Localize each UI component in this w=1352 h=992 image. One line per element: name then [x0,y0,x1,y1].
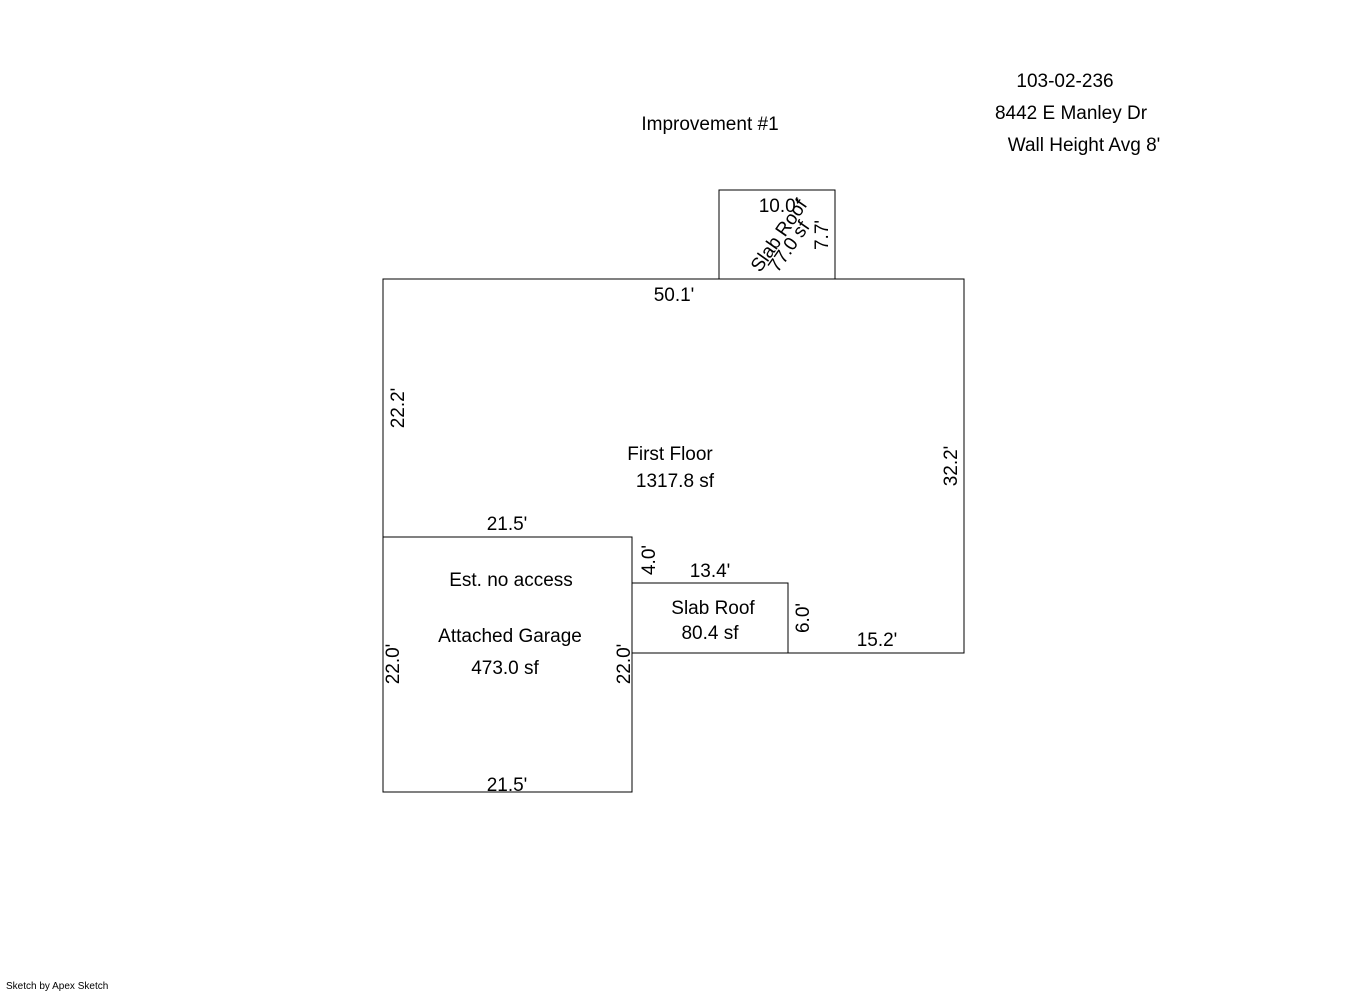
garage-outline [382,536,633,793]
garage-note: Est. no access [449,570,573,591]
slab-roof-south-area: 80.4 sf [681,623,739,644]
dim-garage-left: 22.0' [383,644,404,685]
slab-roof-south-outline [631,582,789,654]
dim-first-floor-right: 32.2' [941,446,962,487]
dim-garage-bottom: 21.5' [487,775,528,796]
footer-credit: Sketch by Apex Sketch [6,981,108,992]
improvement-label: Improvement #1 [641,114,778,135]
address: 8442 E Manley Dr [995,103,1148,124]
dim-first-floor-bottom-right: 15.2' [857,630,898,651]
parcel-id: 103-02-236 [1016,71,1113,92]
first-floor-outline [382,278,965,654]
dim-slab-south-right: 6.0' [793,603,814,633]
dim-first-floor-top: 50.1' [654,285,695,306]
wall-height: Wall Height Avg 8' [1008,135,1161,156]
dim-slab-north-right: 7.7' [812,220,833,250]
garage-name: Attached Garage [438,626,582,647]
dim-slab-north-top: 10.0' [759,196,800,217]
first-floor-name: First Floor [627,444,713,465]
slab-roof-north-outline [718,189,836,280]
dim-garage-top: 21.5' [487,514,528,535]
slab-roof-south-name: Slab Roof [671,598,755,619]
dim-first-floor-left: 22.2' [388,388,409,429]
dim-slab-south-top: 13.4' [690,561,731,582]
dim-notch-side: 4.0' [639,545,660,575]
dim-garage-right: 22.0' [614,644,635,685]
garage-area: 473.0 sf [471,658,539,679]
first-floor-area: 1317.8 sf [636,471,715,492]
